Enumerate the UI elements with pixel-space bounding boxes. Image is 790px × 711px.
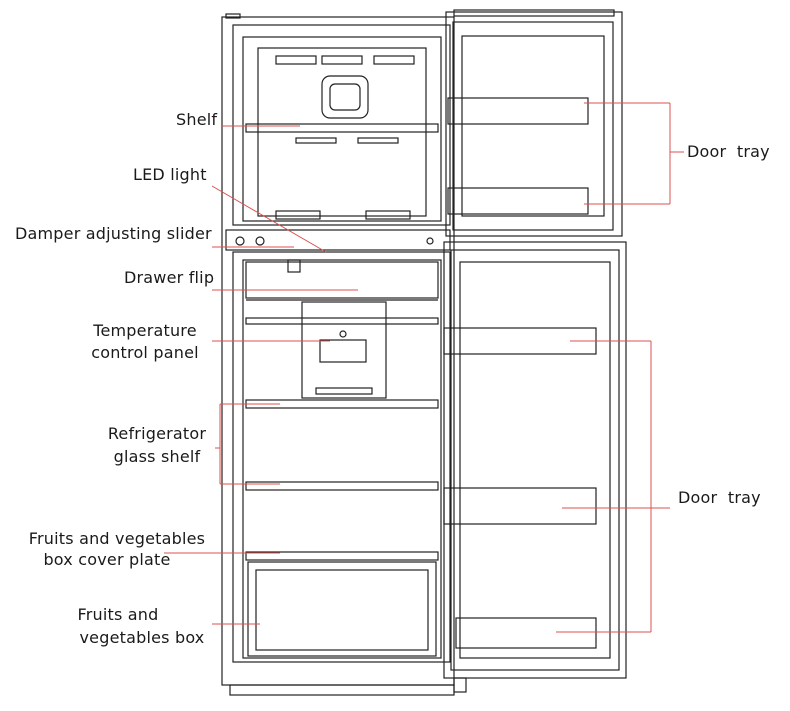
label-veg-box-line-1: Fruits and <box>77 605 159 624</box>
upper-door-tray-2 <box>447 187 589 215</box>
freezer-vent-mid <box>321 55 363 65</box>
label-cover-plate-line-1: Fruits and vegetables <box>28 529 206 548</box>
leader-lines <box>164 102 684 633</box>
label-door-tray-bottom: Door tray <box>678 488 761 507</box>
temperature-control-panel <box>319 339 367 363</box>
lower-door-tray-3 <box>455 617 597 649</box>
control-vent <box>315 387 373 395</box>
label-drawer-flip: Drawer flip <box>124 268 215 287</box>
label-cover-plate-line-2: box cover plate <box>43 550 171 569</box>
freezer-shelf <box>245 123 439 133</box>
freezer-liner <box>242 36 442 222</box>
upper-glass-shelf <box>245 317 439 325</box>
upper-door-tray-1 <box>447 97 589 125</box>
freezer-grille-1 <box>295 137 337 144</box>
divider-screw-2 <box>255 236 265 246</box>
freezer-vent-left <box>275 55 317 65</box>
cabinet <box>221 16 455 686</box>
freezer-fan-inner <box>329 83 361 111</box>
lower-glass-shelf <box>245 481 439 491</box>
top-hinge-left <box>225 13 241 19</box>
freezer-fan-cover <box>321 75 369 119</box>
label-door-tray-top: Door tray <box>687 142 770 161</box>
label-led-light: LED light <box>133 165 207 184</box>
fridge-door <box>443 241 627 679</box>
temperature-control-housing <box>301 301 387 399</box>
label-temperature-panel-line-1: Temperature <box>93 321 197 340</box>
base-plinth <box>229 684 455 696</box>
fridge-door-inner <box>459 261 611 659</box>
lower-door-tray-2 <box>443 487 597 525</box>
freezer-vent-right <box>373 55 415 65</box>
refrigerator-outline <box>221 9 627 696</box>
label-temperature-panel-line-2: control panel <box>91 343 199 362</box>
freezer-door <box>445 11 623 237</box>
freezer-compartment <box>232 24 451 226</box>
freezer-door-liner <box>452 21 614 231</box>
label-glass-shelf-line-1: Refrigerator <box>107 424 207 443</box>
label-shelf: Shelf <box>176 110 218 129</box>
freezer-door-inner <box>461 35 605 217</box>
crisper-drawer <box>247 561 437 657</box>
panel-knob <box>339 330 347 338</box>
leader-led-light <box>211 185 327 253</box>
label-veg-box-line-2: vegetables box <box>79 628 205 647</box>
freezer-drain-left <box>275 210 321 220</box>
divider-screw-3 <box>426 237 434 245</box>
divider-screw-1 <box>235 236 245 246</box>
label-glass-shelf-line-2: glass shelf <box>113 447 201 466</box>
drawer-flip <box>245 261 439 299</box>
freezer-drain-right <box>365 210 411 220</box>
fridge-door-liner <box>450 249 620 671</box>
fridge-liner <box>242 259 442 659</box>
crisper-cover-plate <box>245 551 439 561</box>
bottom-hinge <box>453 677 467 693</box>
label-damper-slider: Damper adjusting slider <box>15 224 212 243</box>
freezer-door-top-hinge <box>453 9 615 17</box>
divider-band <box>225 229 451 251</box>
fridge-compartment <box>232 251 451 663</box>
freezer-grille-2 <box>357 137 399 144</box>
crisper-drawer-inner <box>255 569 429 651</box>
